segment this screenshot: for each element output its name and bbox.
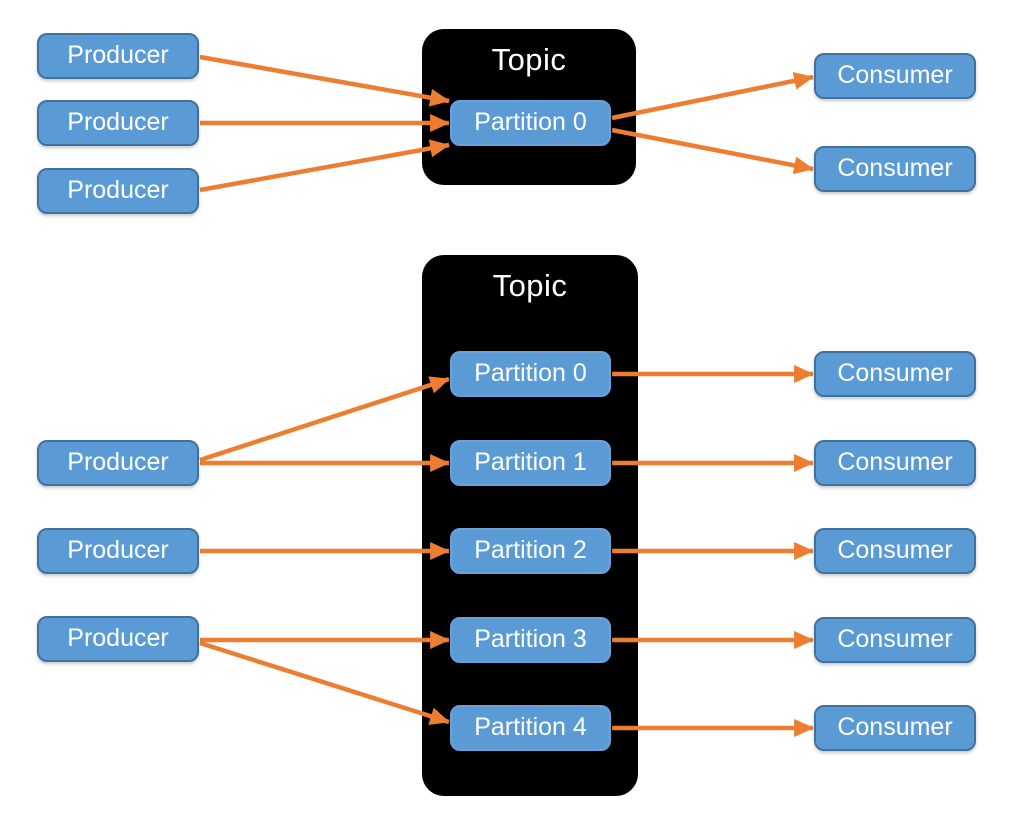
arrow-t1-partition-0-to-t1-consumer-2 (611, 127, 814, 175)
consumer-node: Consumer (814, 146, 976, 192)
arrow-t1-partition-0-to-t1-consumer-1 (611, 71, 814, 121)
consumer-node: Consumer (814, 53, 976, 99)
consumer-node: Consumer (814, 617, 976, 663)
producer-label: Producer (67, 40, 169, 69)
partition-node: Partition 3 (450, 617, 611, 663)
consumer-node: Consumer (814, 440, 976, 486)
producer-node: Producer (37, 616, 199, 662)
producer-node: Producer (37, 168, 199, 214)
arrow-t1-producer-1-to-t1-partition-0 (199, 54, 450, 107)
consumer-label: Consumer (837, 535, 953, 564)
arrow-t2-producer-1-to-t2-partition-0 (199, 376, 450, 463)
consumer-label: Consumer (837, 624, 953, 653)
consumer-label: Consumer (837, 358, 953, 387)
partition-label: Partition 0 (474, 107, 587, 136)
partition-node: Partition 0 (450, 351, 611, 397)
topic-label: Topic (492, 268, 568, 303)
partition-node: Partition 2 (450, 528, 611, 574)
producer-label: Producer (67, 623, 169, 652)
arrow-t2-producer-3-to-t2-partition-4 (199, 640, 450, 725)
partition-label: Partition 2 (474, 535, 587, 564)
producer-label: Producer (67, 535, 169, 564)
partition-label: Partition 0 (474, 358, 587, 387)
partition-node: Partition 0 (450, 100, 611, 146)
partition-label: Partition 3 (474, 624, 587, 653)
consumer-node: Consumer (814, 351, 976, 397)
producer-label: Producer (67, 447, 169, 476)
producer-node: Producer (37, 100, 199, 146)
producer-label: Producer (67, 107, 169, 136)
consumer-label: Consumer (837, 60, 953, 89)
consumer-label: Consumer (837, 447, 953, 476)
consumer-label: Consumer (837, 712, 953, 741)
partition-node: Partition 4 (450, 705, 611, 751)
producer-label: Producer (67, 175, 169, 204)
consumer-node: Consumer (814, 705, 976, 751)
producer-node: Producer (37, 440, 199, 486)
partition-label: Partition 1 (474, 447, 587, 476)
topic-label: Topic (491, 42, 567, 77)
consumer-label: Consumer (837, 153, 953, 182)
partition-label: Partition 4 (474, 712, 587, 741)
arrow-t1-producer-3-to-t1-partition-0 (199, 139, 450, 193)
partition-node: Partition 1 (450, 440, 611, 486)
producer-node: Producer (37, 33, 199, 79)
producer-node: Producer (37, 528, 199, 574)
consumer-node: Consumer (814, 528, 976, 574)
